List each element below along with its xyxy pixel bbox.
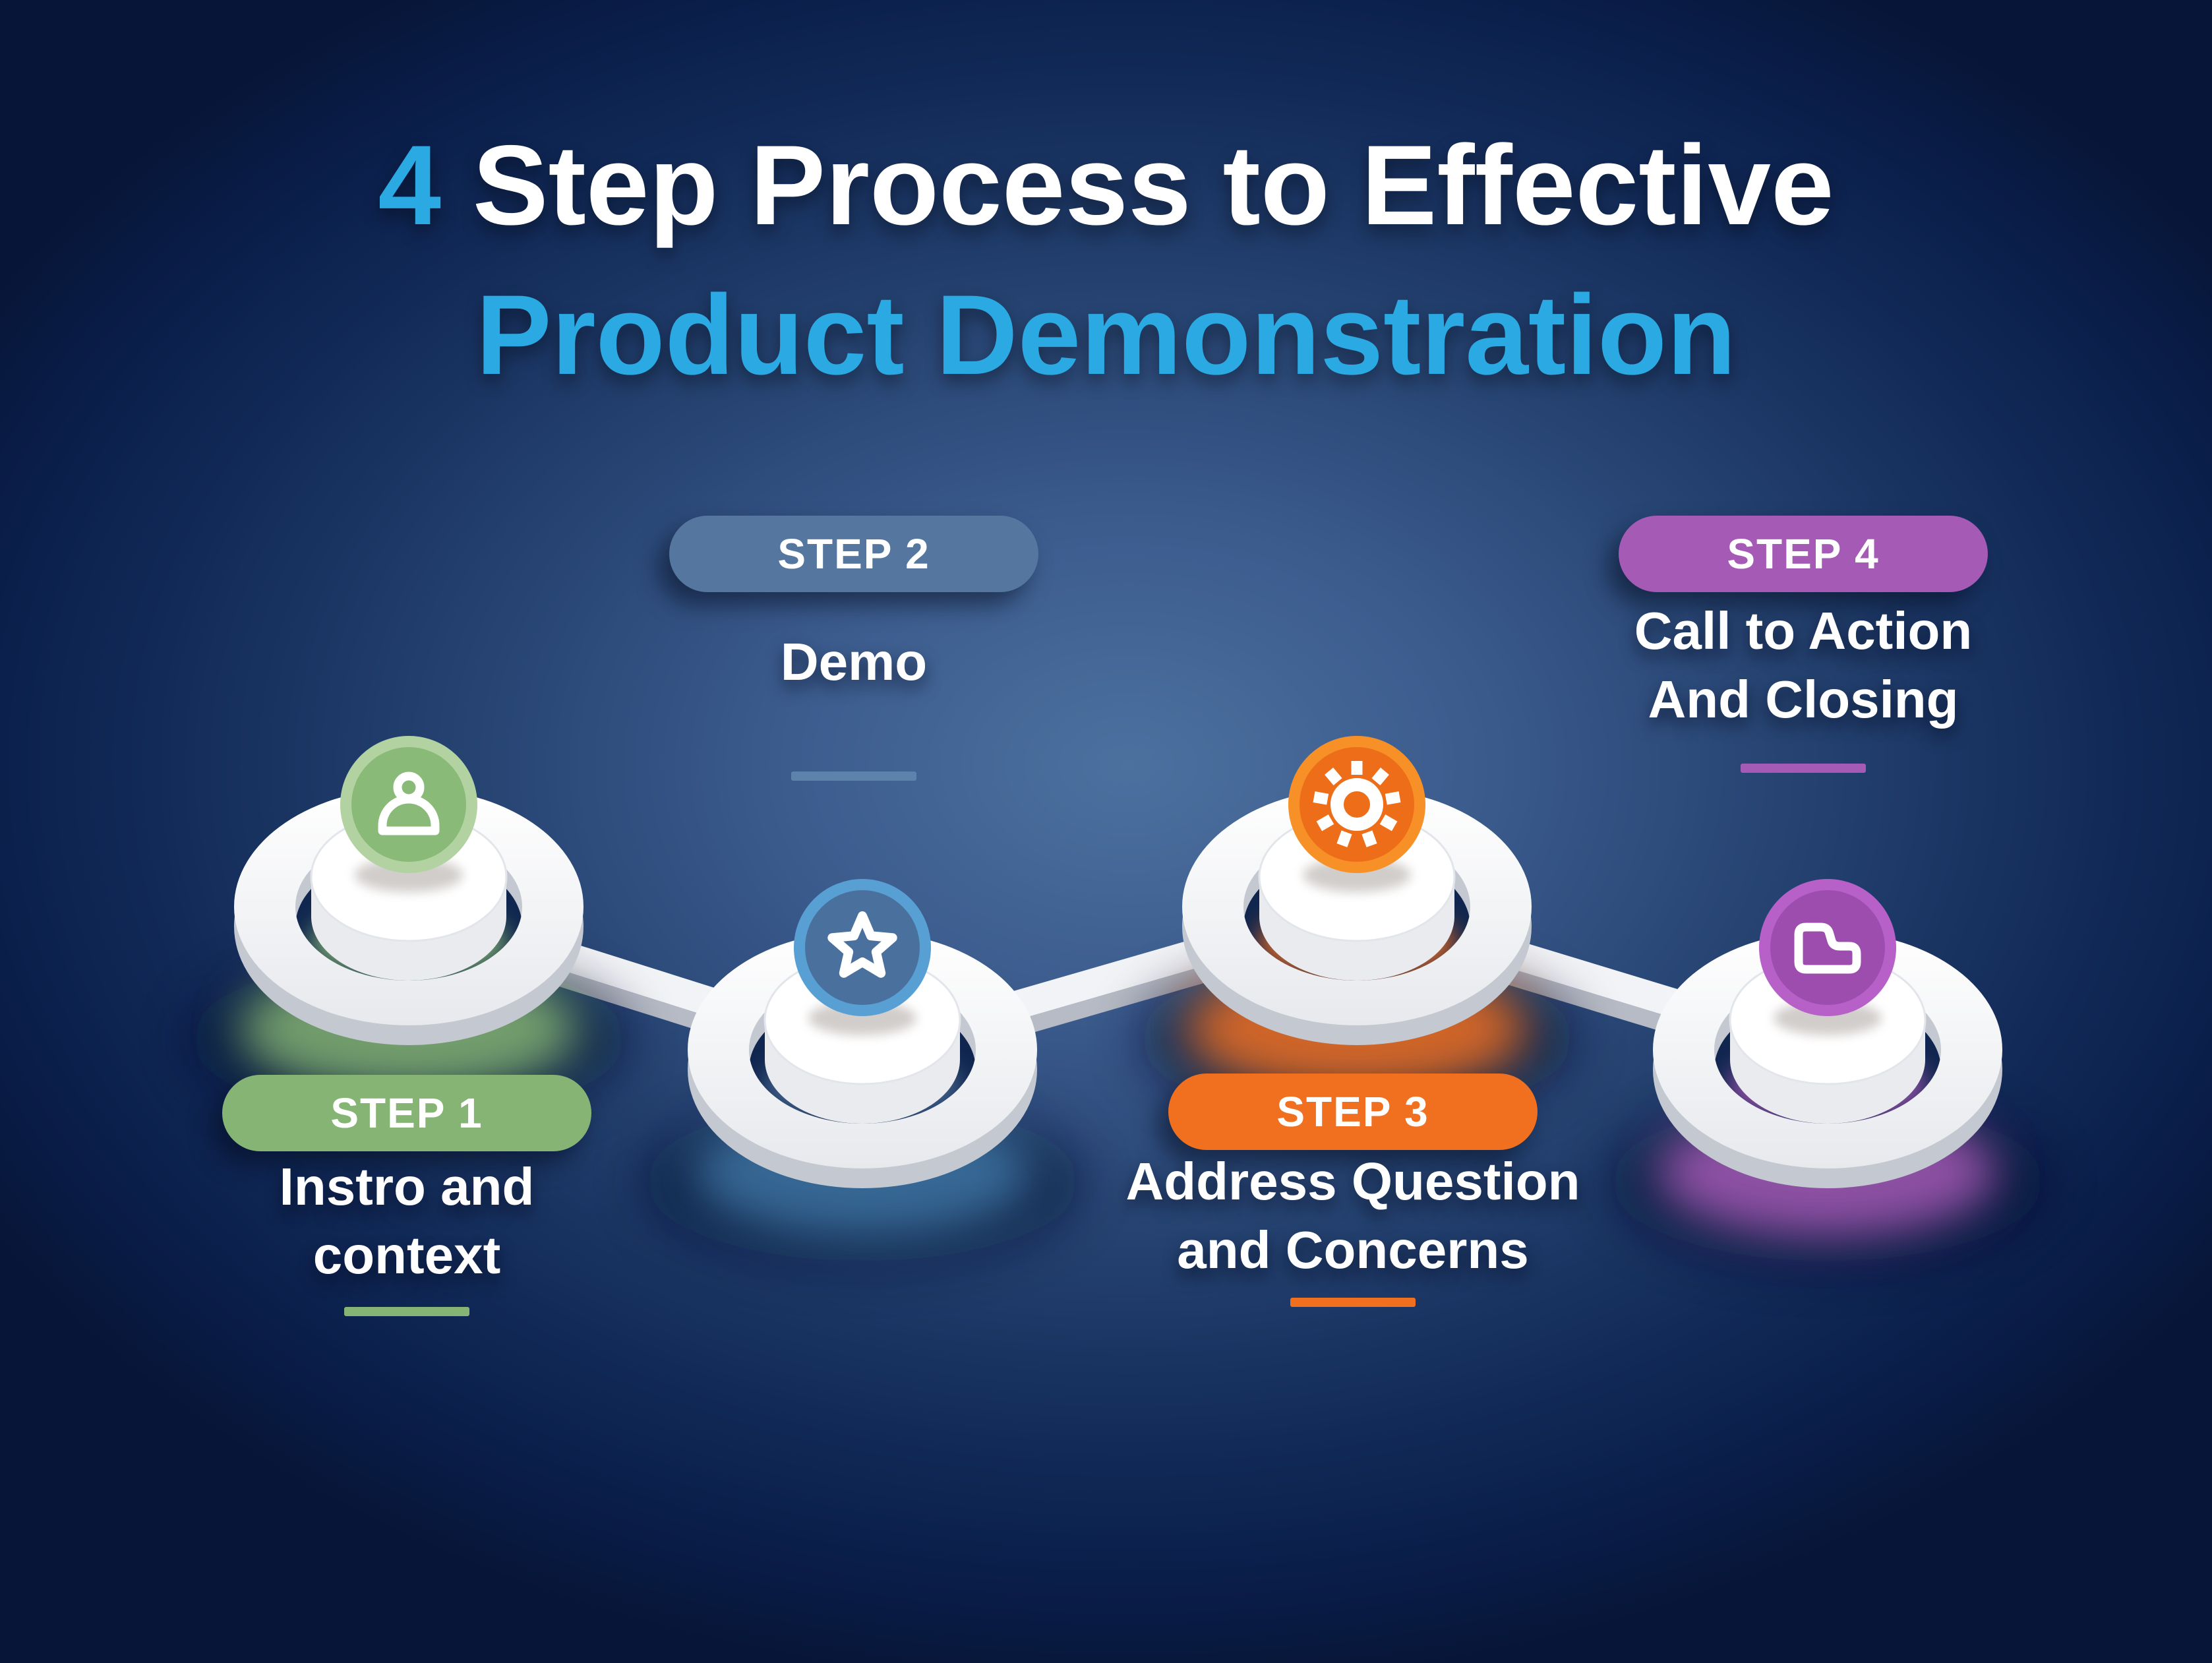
- step1-label-line2: context: [313, 1226, 501, 1285]
- podium-step-4: [1610, 879, 2045, 1261]
- step1-label: Instro and context: [110, 1153, 703, 1290]
- person-icon: [340, 736, 477, 873]
- step1-underline: [344, 1307, 469, 1316]
- step3-badge: STEP 3: [1168, 1073, 1538, 1150]
- step4-underline: [1741, 764, 1866, 773]
- step4-label-line2: And Closing: [1648, 670, 1959, 729]
- step3-label-line2: and Concerns: [1177, 1221, 1529, 1279]
- step4-label-line1: Call to Action: [1634, 601, 1973, 660]
- step3-label: Address Question and Concerns: [1056, 1147, 1650, 1285]
- title-line2: Product Demonstration: [475, 272, 1737, 399]
- step3-label-line1: Address Question: [1125, 1152, 1580, 1211]
- step2-underline: [791, 771, 916, 781]
- step2-label: Demo: [557, 628, 1151, 696]
- step3-underline: [1290, 1298, 1416, 1307]
- step2-label-line1: Demo: [780, 632, 928, 691]
- title-line1: 4 Step Process to Effective: [0, 111, 2212, 260]
- podium-step-2: [645, 879, 1080, 1261]
- step2-badge: STEP 2: [669, 516, 1038, 592]
- title-step-count: 4: [378, 122, 442, 249]
- page-title: 4 Step Process to Effective Product Demo…: [0, 111, 2212, 410]
- podium-step-3: [1139, 736, 1574, 1118]
- podium-platform: [1258, 812, 1456, 981]
- step1-label-line1: Instro and: [279, 1157, 535, 1216]
- star-icon: [794, 879, 931, 1016]
- document-icon: [1759, 879, 1896, 1016]
- podium-step-1: [191, 736, 626, 1118]
- step4-badge: STEP 4: [1619, 516, 1988, 592]
- gear-icon: [1288, 736, 1425, 873]
- step4-label: Call to Action And Closing: [1507, 597, 2100, 734]
- step1-badge: STEP 1: [222, 1075, 591, 1151]
- podium-platform: [763, 955, 961, 1124]
- title-line1-text: Step Process to Effective: [441, 122, 1834, 249]
